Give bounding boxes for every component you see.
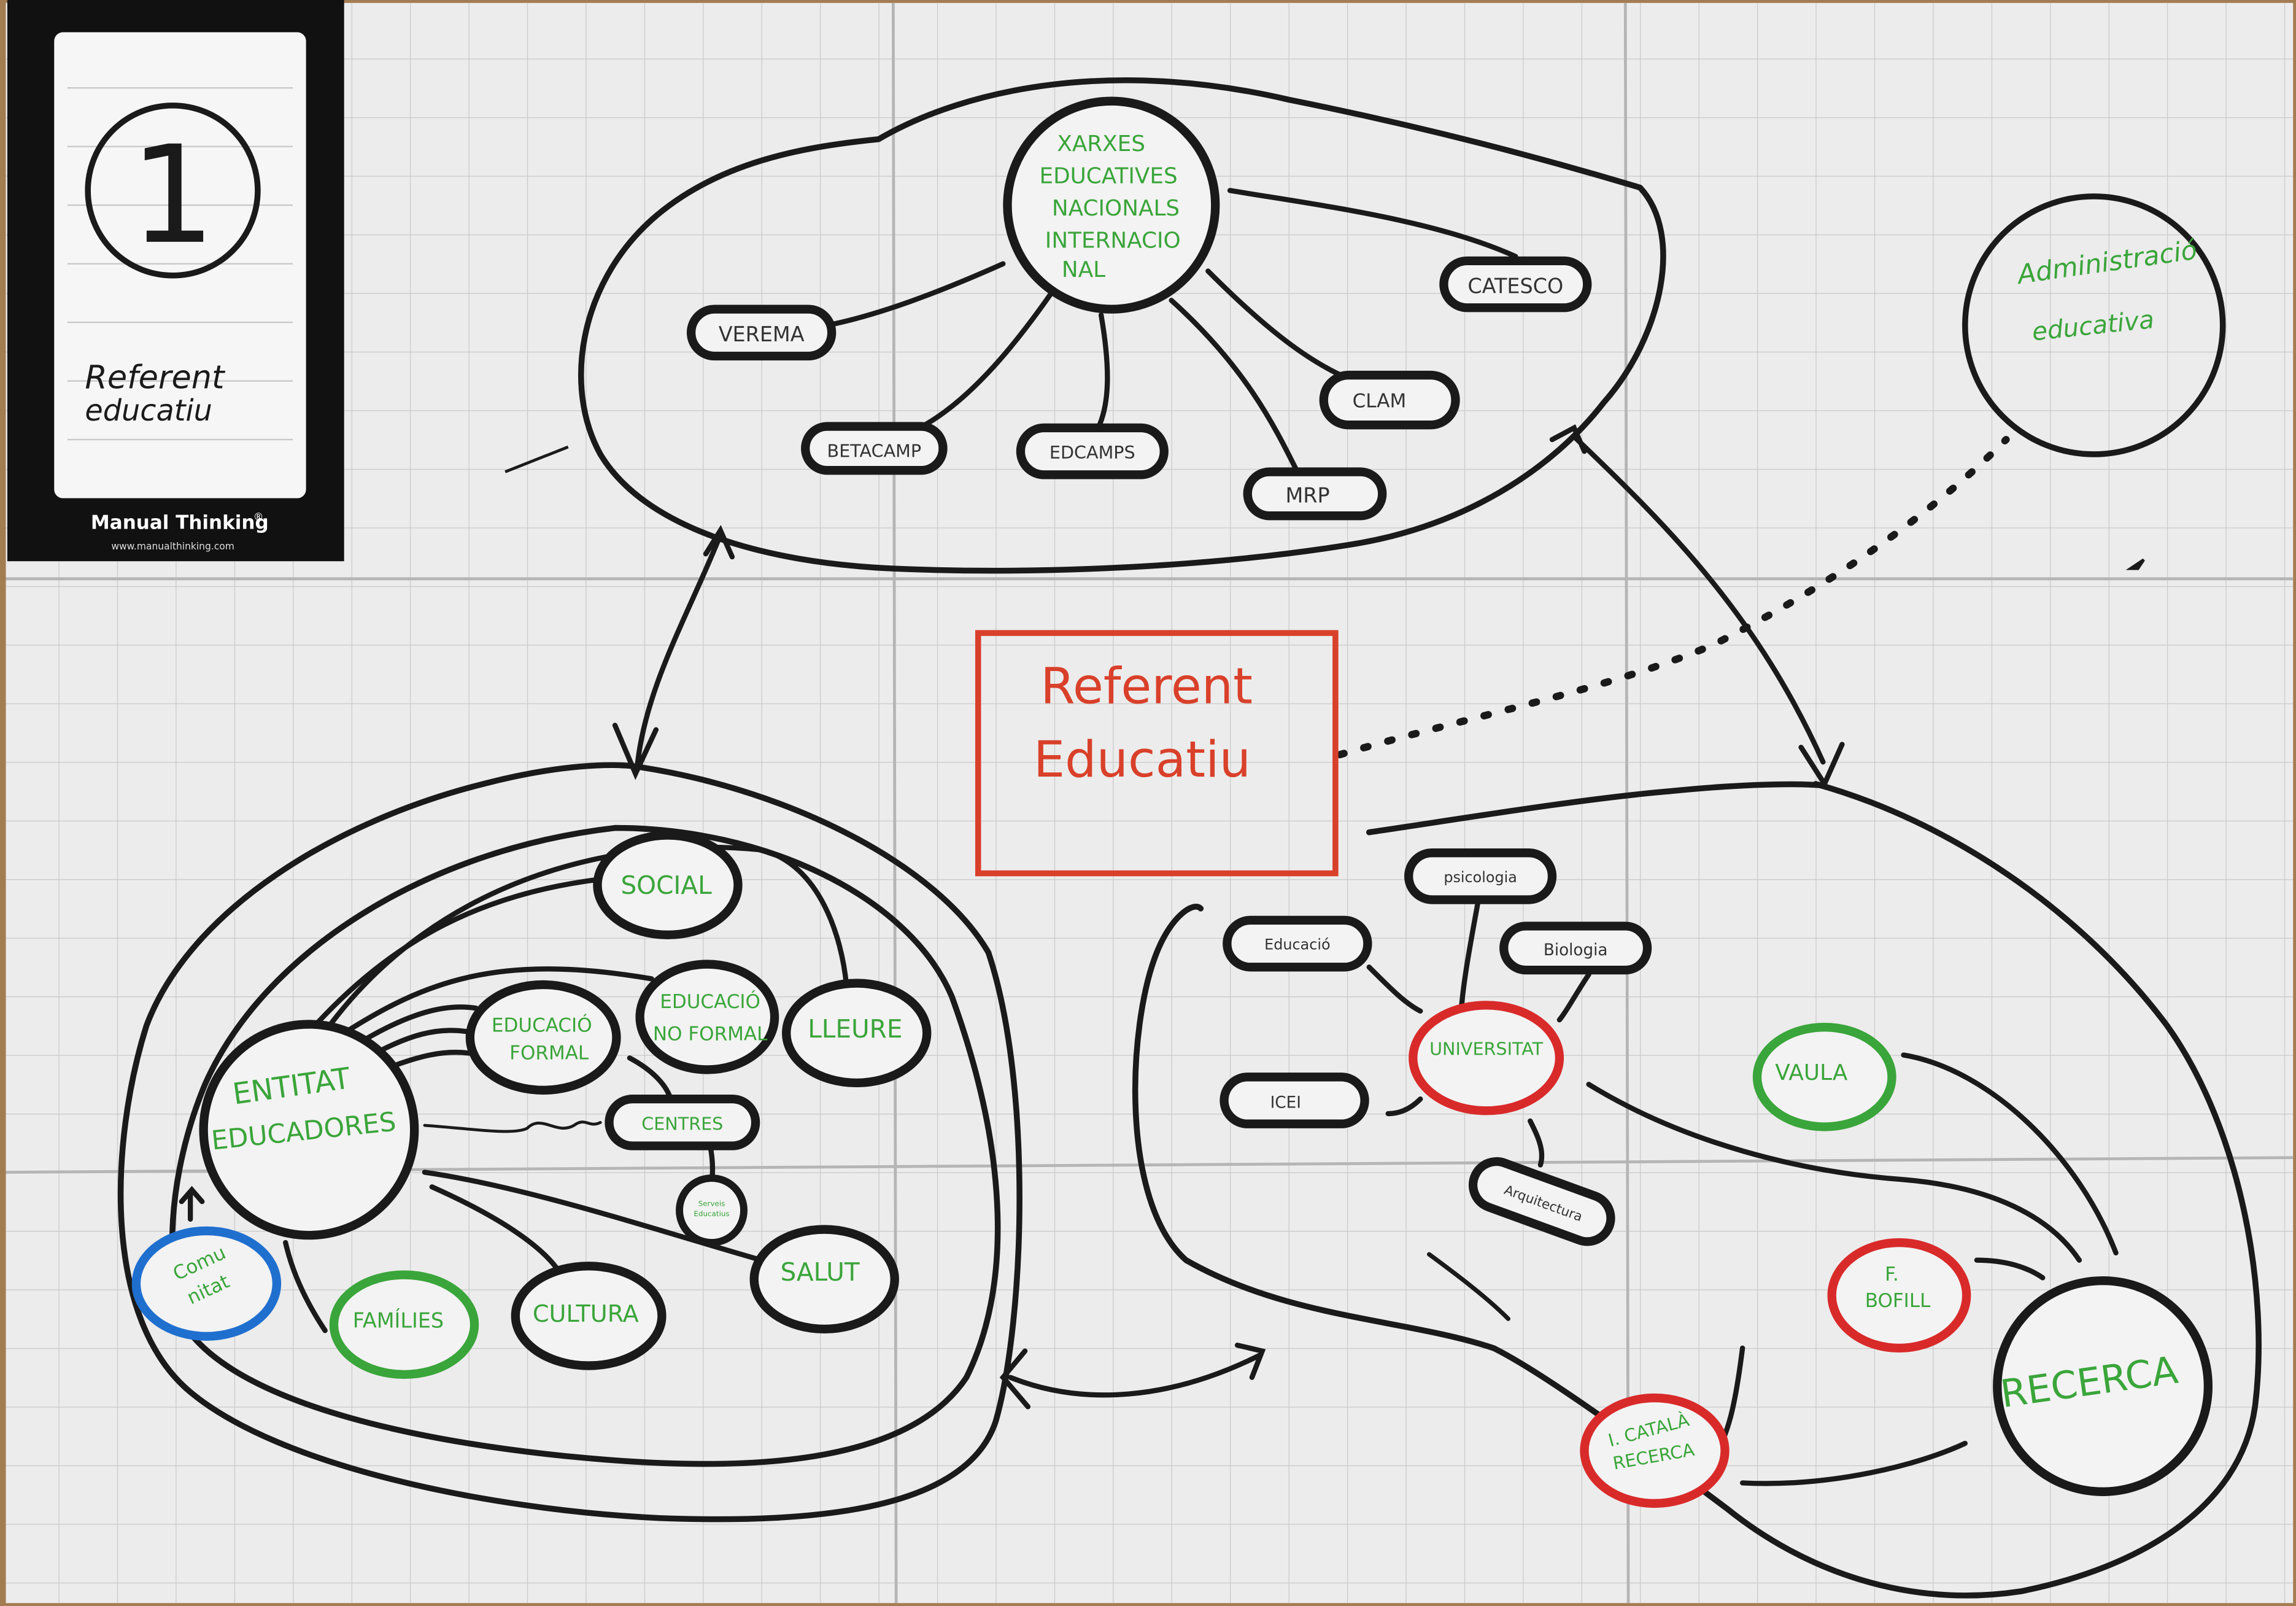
arrow-top-right [1571, 434, 1826, 765]
node-social: SOCIAL [593, 831, 743, 939]
top-hub-line-4: INTERNACIO [1045, 228, 1181, 253]
node-serveis-educatius: Serveis Educatius [676, 1174, 748, 1247]
node-arquitectura: Arquitectura [1468, 1157, 1615, 1246]
card-number: 1 [130, 117, 216, 274]
node-fbofill-line-1: F. [1885, 1263, 1899, 1286]
node-catesco: CATESCO [1439, 256, 1592, 312]
node-vaula-label: VAULA [1775, 1060, 1848, 1085]
node-educacio-no-formal: EDUCACIÓ NO FORMAL [635, 960, 779, 1074]
node-verema-label: VEREMA [719, 322, 805, 346]
node-fbofill-line-2: BOFILL [1865, 1290, 1931, 1312]
node-biologia: Biologia [1499, 921, 1652, 975]
node-educacio-no-formal-line-1: EDUCACIÓ [660, 989, 760, 1013]
card-title-line-2: educatiu [85, 394, 212, 428]
node-catesco-label: CATESCO [1467, 274, 1563, 298]
cluster-arrows [612, 424, 2010, 1410]
node-salut: SALUT [749, 1225, 899, 1334]
manual-thinking-card: 1 Referent educatiu Manual Thinking ® ww… [7, 0, 344, 562]
node-psicologia-label: psicologia [1444, 869, 1517, 886]
node-verema: VEREMA [686, 305, 837, 361]
top-cluster-links [824, 188, 1518, 471]
arrow-dotted-admin [1336, 436, 2010, 759]
center-node: Referent Educatiu [975, 630, 1339, 877]
node-recerca: RECERCA [1993, 1276, 2213, 1496]
left-hub-circle [199, 1020, 419, 1240]
node-betacamp: BETACAMP [801, 422, 948, 475]
top-hub-line-5: NAL [1062, 257, 1105, 282]
center-title-line-2: Educatiu [1034, 731, 1251, 789]
top-hub-line-2: EDUCATIVES [1039, 163, 1177, 188]
node-biologia-label: Biologia [1544, 941, 1608, 960]
top-cluster: XARXES EDUCATIVES NACIONALS INTERNACIO N… [686, 96, 1592, 521]
node-educacio-formal: EDUCACIÓ FORMAL [465, 980, 621, 1095]
node-universitat-label: UNIVERSITAT [1429, 1039, 1544, 1060]
node-psicologia: psicologia [1404, 848, 1557, 904]
node-edcamps-label: EDCAMPS [1049, 442, 1135, 463]
top-cluster-outline [578, 77, 1666, 574]
node-mrp-label: MRP [1285, 484, 1329, 508]
node-i-catala-recerca: I. CATALÀ RECERCA [1580, 1393, 1730, 1508]
node-icei-label: ICEI [1270, 1093, 1301, 1112]
cluster-outlines [117, 77, 2262, 1599]
arrow-top-left [634, 532, 724, 772]
left-cluster-inner-outline [169, 824, 1001, 1467]
node-families-label: FAMÍLIES [353, 1308, 444, 1332]
node-cultura: CULTURA [511, 1262, 667, 1370]
node-mrp: MRP [1243, 467, 1387, 521]
node-betacamp-label: BETACAMP [827, 441, 922, 462]
node-educacio-formal-line-1: EDUCACIÓ [492, 1012, 592, 1036]
card-url: www.manualthinking.com [111, 541, 234, 552]
node-small-line-2: Educatius [694, 1209, 729, 1218]
node-educacio-univ: Educació [1223, 915, 1372, 972]
node-educacio-no-formal-line-2: NO FORMAL [653, 1023, 768, 1045]
stray-marks [504, 445, 2145, 570]
right-cluster: UNIVERSITAT psicologia Educació Biologia… [1220, 848, 2213, 1508]
node-centres: CENTRES [605, 1094, 760, 1150]
card-brand: Manual Thinking [91, 512, 269, 534]
node-educacio-label: Educació [1264, 936, 1330, 953]
node-social-label: SOCIAL [620, 871, 712, 900]
top-hub-line-1: XARXES [1057, 131, 1145, 157]
node-educacio-formal-line-2: FORMAL [509, 1042, 589, 1065]
card-brand-mark: ® [253, 510, 264, 522]
top-hub-line-3: NACIONALS [1052, 196, 1180, 221]
center-title-line-1: Referent [1040, 658, 1253, 716]
left-cluster: ENTITAT EDUCADORES SOCIAL EDUCACIÓ FORMA… [131, 831, 932, 1379]
left-cluster-outer-outline [117, 762, 1022, 1523]
right-cluster-links [1366, 894, 2119, 1486]
admin-circle [1962, 193, 2226, 457]
right-cluster-outline [1132, 781, 2262, 1599]
arrow-left-right [1008, 1352, 1262, 1398]
top-hub-circle [1003, 96, 1220, 314]
node-comunitat: Comu nitat [131, 1226, 282, 1341]
node-universitat: UNIVERSITAT [1409, 1001, 1564, 1115]
node-cultura-label: CULTURA [533, 1301, 639, 1328]
node-icei: ICEI [1220, 1073, 1369, 1128]
node-vaula: VAULA [1752, 1023, 1896, 1131]
node-clam-label: CLAM [1353, 390, 1407, 413]
node-centres-label: CENTRES [641, 1113, 723, 1134]
node-edcamps: EDCAMPS [1016, 423, 1169, 479]
card-title-line-1: Referent [85, 359, 226, 397]
node-salut-label: SALUT [780, 1257, 859, 1287]
node-lleure-label: LLEURE [808, 1014, 902, 1044]
node-families: FAMÍLIES [329, 1270, 479, 1379]
node-lleure: LLEURE [782, 979, 932, 1088]
center-box [975, 630, 1339, 877]
node-clam: CLAM [1319, 370, 1460, 430]
node-fbofill: F. BOFILL [1827, 1238, 1971, 1353]
node-small-line-1: Serveis [698, 1199, 725, 1208]
card-number-circle [85, 103, 261, 279]
